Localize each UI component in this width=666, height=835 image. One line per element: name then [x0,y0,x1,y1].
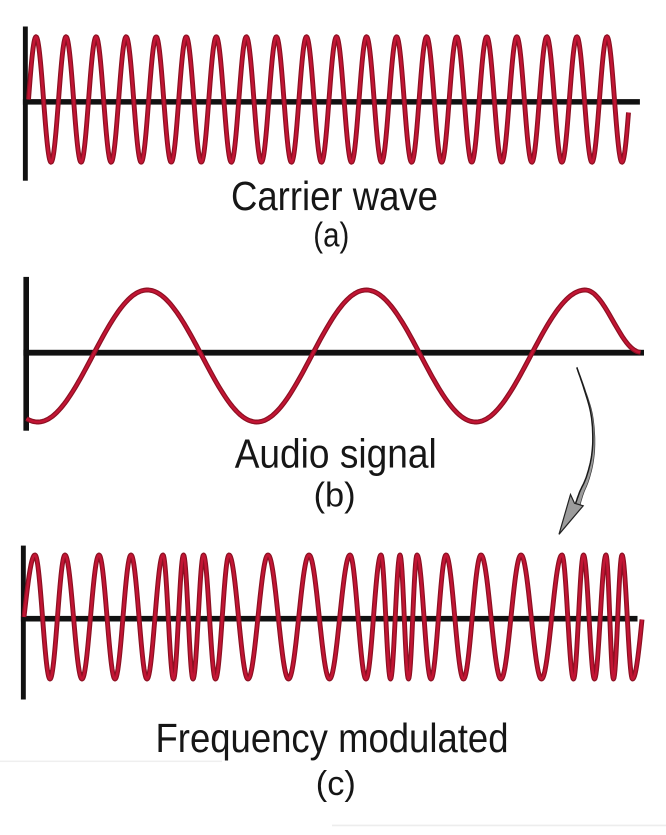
svg-text:Audio signal: Audio signal [235,430,437,476]
svg-text:Carrier wave: Carrier wave [231,173,438,219]
svg-text:(c): (c) [316,765,356,803]
svg-text:(a): (a) [313,216,349,254]
svg-text:Frequency modulated: Frequency modulated [156,715,509,761]
svg-text:(b): (b) [314,476,356,514]
